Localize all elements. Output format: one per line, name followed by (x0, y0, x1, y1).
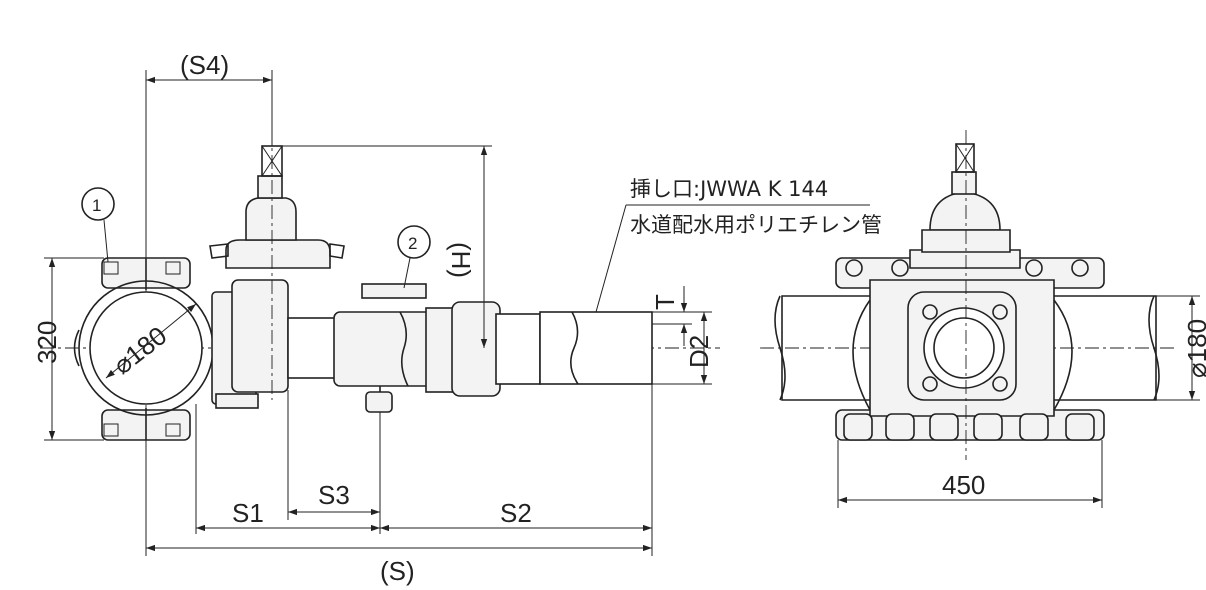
spigot-standard-text: 挿し口:JWWA K 144 (630, 177, 828, 201)
front-view: 450 ⌀180 (760, 130, 1206, 508)
dimension-320-label: 320 (32, 321, 62, 364)
dimension-s2-label: S2 (500, 498, 532, 528)
callout-1-circle (81, 187, 115, 221)
dimension-450-label: 450 (942, 470, 985, 500)
spigot-pipe-type-text: 水道配水用ポリエチレン管 (630, 213, 882, 237)
dimension-d2-label: D2 (684, 335, 714, 368)
dimension-s3-label: S3 (318, 480, 350, 510)
callout-1-label: 1 (92, 196, 101, 215)
front-pipe-diameter-label: ⌀180 (1182, 319, 1206, 378)
callout-2-label: 2 (408, 234, 417, 253)
side-view: ⌀180 (32, 50, 882, 586)
bottom-bolt-row (843, 413, 1095, 441)
dimension-h-label: (H) (446, 242, 476, 278)
callout-2-circle (397, 225, 431, 259)
gate-valve (209, 80, 345, 409)
dimension-s-label: (S) (380, 556, 415, 586)
service-pipe (287, 283, 653, 413)
dimension-t-label: T (650, 294, 680, 310)
dimension-s4-label: (S4) (180, 50, 229, 80)
dimension-s1-label: S1 (232, 498, 264, 528)
